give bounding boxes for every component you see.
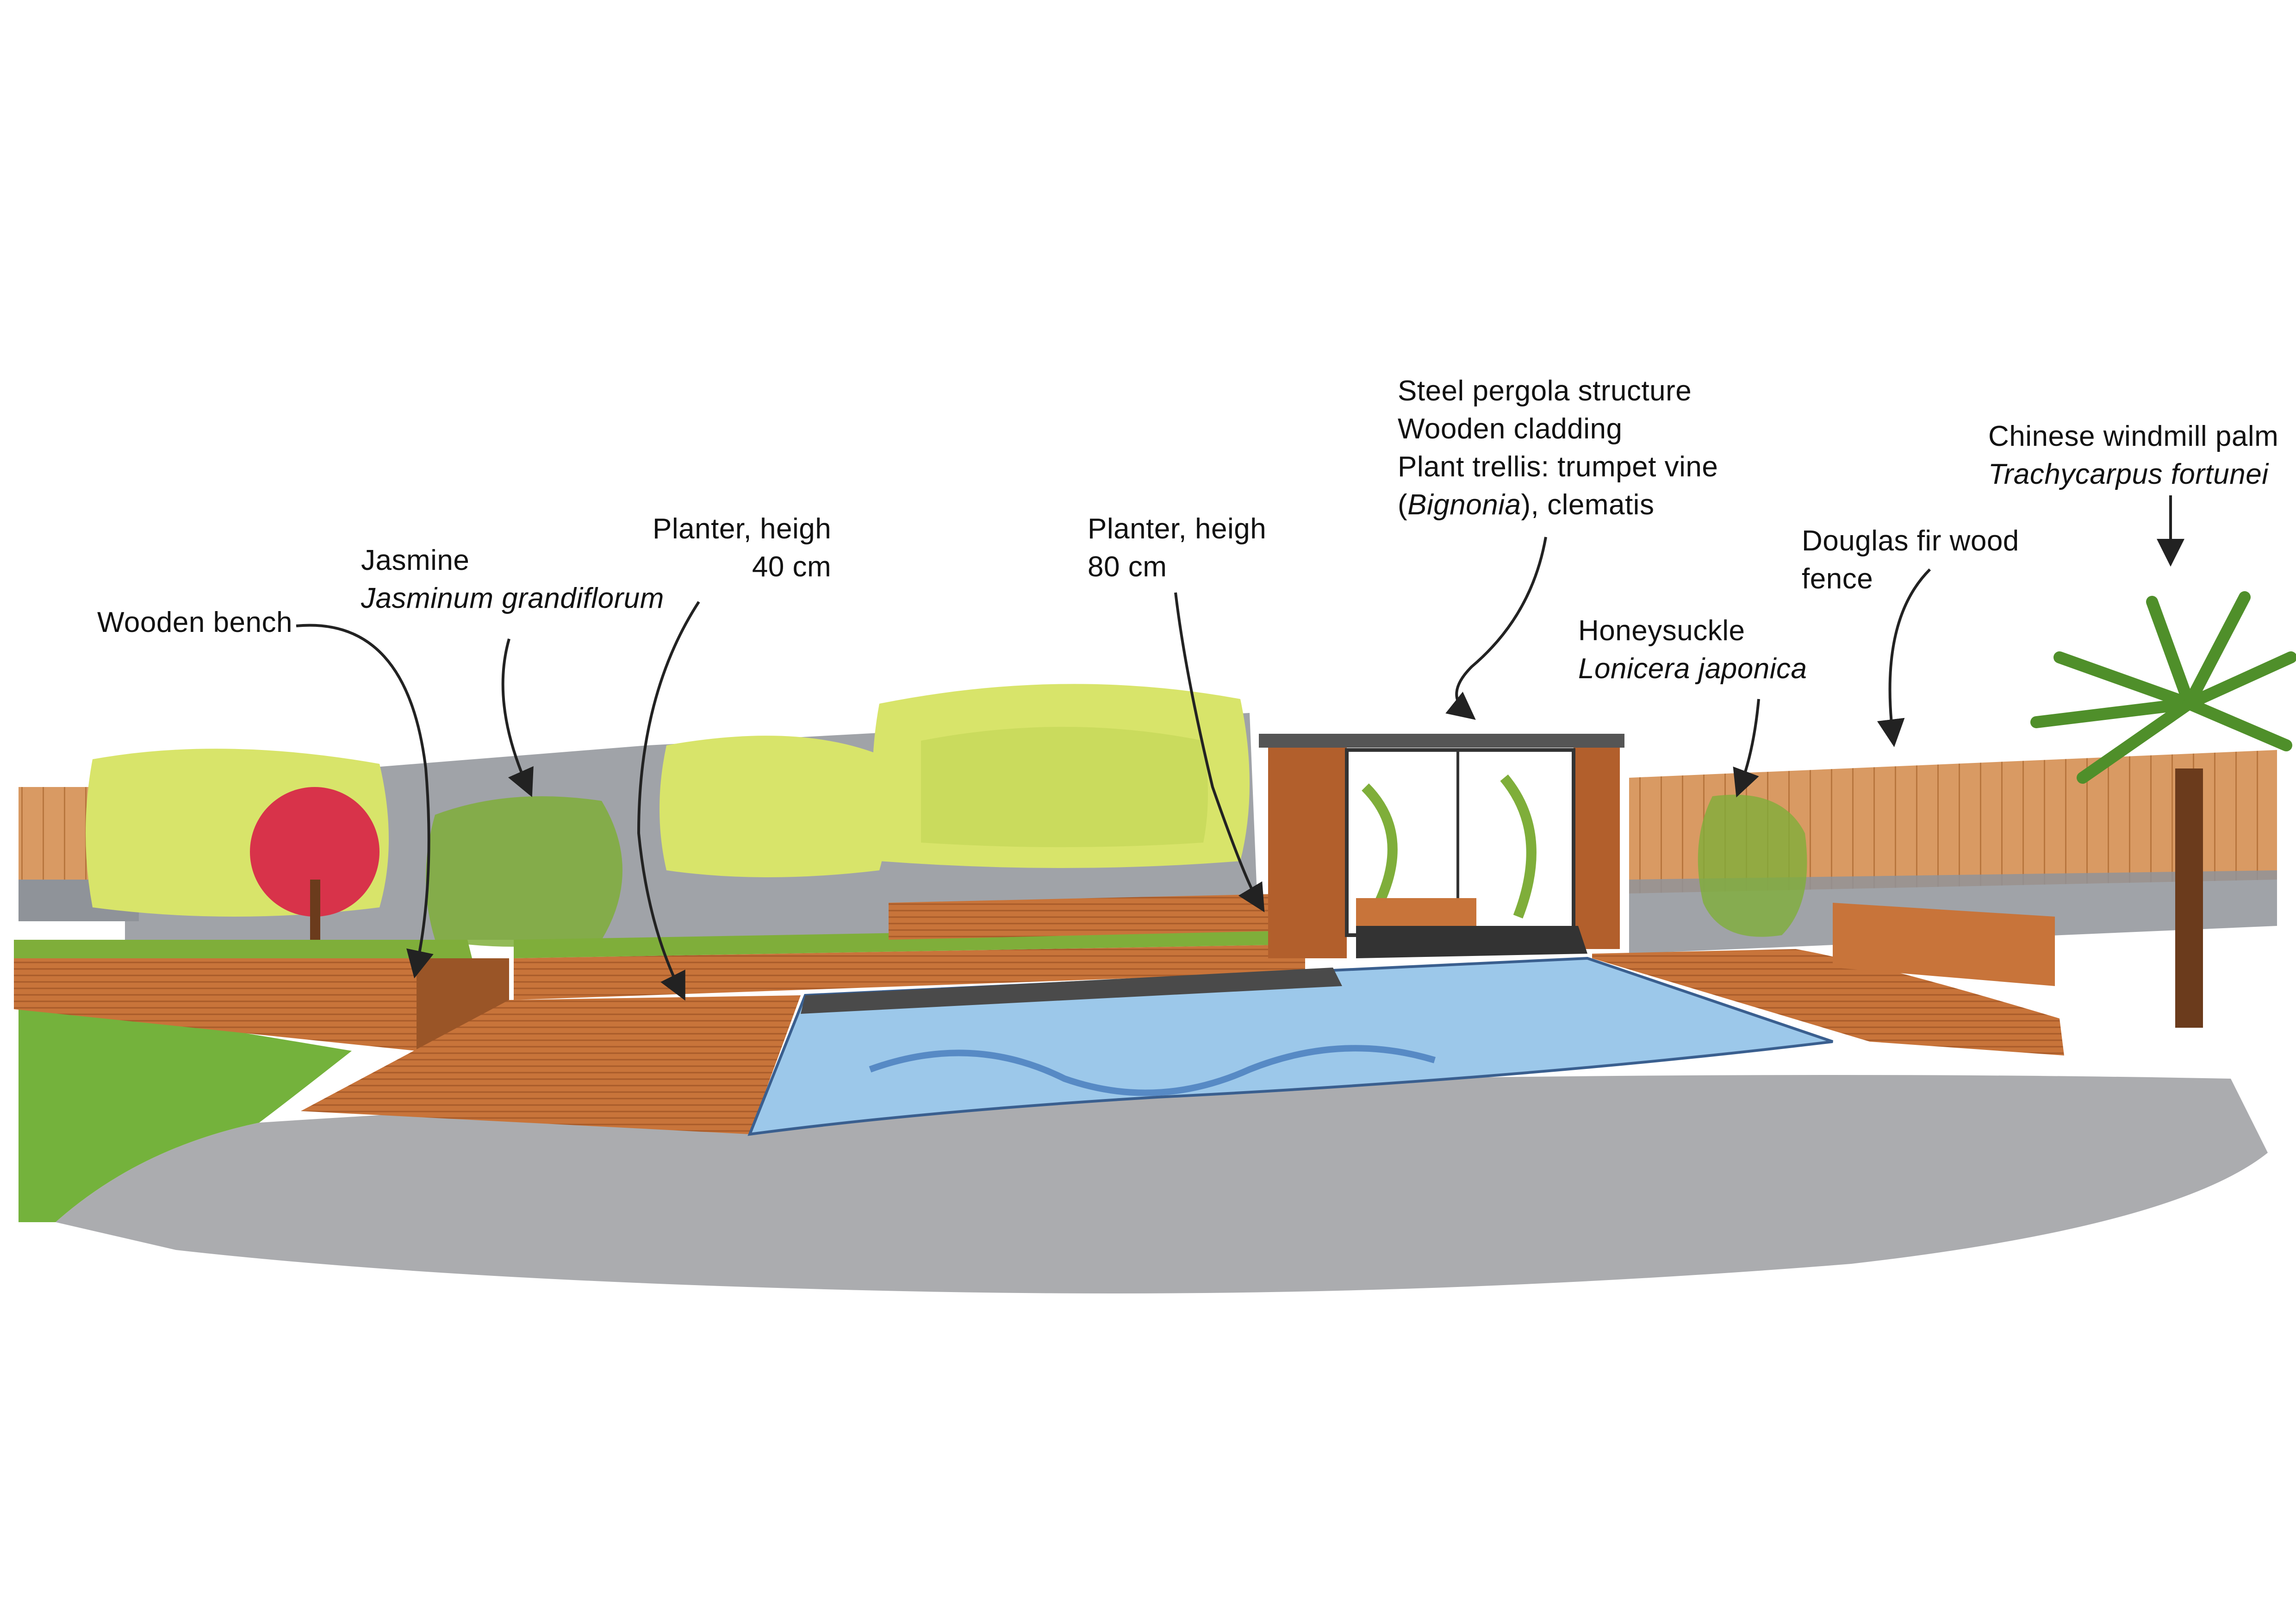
- label-honeysuckle-common: Honeysuckle: [1578, 615, 1745, 647]
- pool-coping-stones: [801, 968, 1342, 1014]
- label-palm-latin: Trachycarpus fortunei: [1988, 458, 2269, 490]
- label-planter-80: Planter, heigh 80 cm: [1088, 510, 1266, 586]
- planter-40cm: [514, 944, 1305, 1000]
- deck-right: [1592, 949, 2064, 1056]
- label-planter-40-height: 40 cm: [752, 551, 832, 583]
- label-palm-common: Chinese windmill palm: [1988, 420, 2279, 452]
- leader-pergola: [1445, 537, 1547, 720]
- planter-80cm: [889, 893, 1296, 940]
- palm-fronds: [2030, 591, 2296, 784]
- label-planter-80-line1: Planter, heigh: [1088, 513, 1267, 545]
- pergola-pillar-left: [1268, 741, 1347, 958]
- label-honeysuckle: Honeysuckle Lonicera japonica: [1578, 612, 1807, 688]
- wooden-bench: [417, 958, 509, 1051]
- honeysuckle-climber: [1698, 794, 1807, 937]
- paving: [56, 1075, 2268, 1293]
- label-wooden-bench-text: Wooden bench: [97, 606, 292, 638]
- leader-jasmine: [501, 638, 534, 797]
- label-pergola-structure: Steel pergola structure: [1398, 375, 1692, 407]
- leader-bench: [296, 624, 434, 979]
- label-pergola: Steel pergola structure Wooden cladding …: [1398, 372, 1718, 524]
- label-pergola-trellis: Plant trellis: trumpet vine: [1398, 451, 1718, 483]
- planter-40cm-left: [14, 958, 472, 1051]
- label-pergola-cladding: Wooden cladding: [1398, 413, 1623, 445]
- label-wooden-bench: Wooden bench: [97, 604, 292, 642]
- leader-planter-80: [1174, 592, 1265, 912]
- red-acer: [250, 787, 380, 917]
- label-fence-line1: Douglas fir wood: [1802, 525, 2019, 557]
- label-honeysuckle-latin: Lonicera japonica: [1578, 653, 1807, 685]
- pergola-top-beam: [1259, 734, 1624, 748]
- label-fence-line2: fence: [1802, 563, 1873, 595]
- jasmine-climber: [426, 796, 622, 947]
- label-fence: Douglas fir wood fence: [1802, 522, 2019, 598]
- label-jasmine-common: Jasmine: [361, 544, 470, 576]
- hedge-left-centre: [660, 736, 886, 877]
- pergola-pillar-right: [1574, 741, 1620, 949]
- palm-trunk: [2175, 768, 2203, 1028]
- lawn: [19, 995, 352, 1222]
- leader-planter-40: [637, 601, 700, 1001]
- deck-left: [301, 995, 801, 1134]
- leader-honeysuckle: [1733, 699, 1760, 798]
- right-bench: [1833, 903, 2055, 986]
- label-planter-40: Planter, heigh 40 cm: [653, 510, 831, 586]
- leader-fence: [1877, 568, 1931, 747]
- label-planter-40-line1: Planter, heigh: [653, 513, 832, 545]
- label-jasmine: Jasmine Jasminum grandiflorum: [361, 542, 664, 618]
- pergola-bench: [1356, 898, 1476, 926]
- label-pergola-plants: (Bignonia), clematis: [1398, 489, 1655, 521]
- label-palm: Chinese windmill palm Trachycarpus fortu…: [1988, 418, 2278, 493]
- label-planter-80-height: 80 cm: [1088, 551, 1167, 583]
- label-jasmine-latin: Jasminum grandiflorum: [361, 582, 664, 614]
